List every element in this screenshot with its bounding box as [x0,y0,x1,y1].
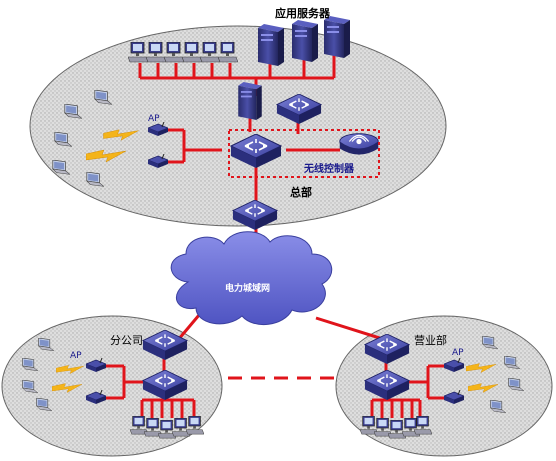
cloud-to-sales-link [315,316,387,342]
pc-bus-link [138,63,334,80]
ap-label: AP [148,114,160,124]
sales-office-label: 营业部 [414,333,447,347]
wireless-controller-icon [339,133,379,156]
wireless-controller-label: 无线控制器 [303,162,355,175]
ap-label: AP [70,351,82,361]
headquarters-label: 总部 [290,185,312,199]
branch-office-label: 分公司 [110,334,143,347]
wireless-controller-box [228,129,380,178]
app-servers-label: 应用服务器 [275,6,331,20]
power-metro-network-cloud [170,231,333,326]
app-server-icon [324,16,350,58]
app-server-icon [258,24,284,66]
power-network-label: 电力城域网 [225,282,270,294]
headquarters-zone [29,25,447,227]
ap-label: AP [452,348,464,358]
app-server-icon [292,20,318,62]
server-icon [238,82,262,120]
core-links [166,116,340,204]
